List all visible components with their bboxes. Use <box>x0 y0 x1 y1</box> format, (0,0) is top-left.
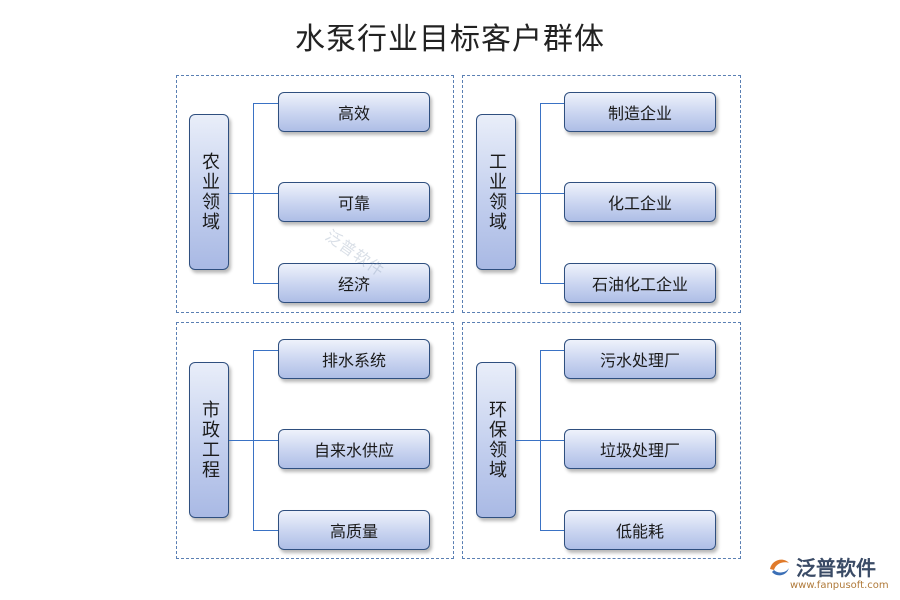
category-box-industry: 工业领域 <box>476 114 516 270</box>
connector-line <box>540 283 564 284</box>
category-box-municipal: 市政工程 <box>189 362 229 518</box>
brand-url: www.fanpusoft.com <box>790 580 889 591</box>
brand-name: 泛普软件 <box>796 556 876 580</box>
fanpu-logo-icon <box>770 559 789 575</box>
item-box: 石油化工企业 <box>564 263 716 303</box>
item-box: 垃圾处理厂 <box>564 429 716 469</box>
category-box-agriculture: 农业领域 <box>189 114 229 270</box>
connector-line <box>253 440 278 441</box>
category-label: 农业领域 <box>199 152 220 232</box>
connector-line <box>253 103 278 104</box>
item-box: 高质量 <box>278 510 430 550</box>
connector-line <box>229 193 253 194</box>
item-box: 低能耗 <box>564 510 716 550</box>
brand-logo: 泛普软件 <box>766 552 876 581</box>
item-box: 化工企业 <box>564 182 716 222</box>
panel-agriculture <box>176 75 454 313</box>
connector-line <box>540 350 564 351</box>
panel-municipal <box>176 322 454 559</box>
panel-environmental <box>462 322 741 559</box>
connector-line <box>540 440 564 441</box>
item-box: 排水系统 <box>278 339 430 379</box>
item-box: 高效 <box>278 92 430 132</box>
connector-line <box>516 193 540 194</box>
connector-line <box>540 103 564 104</box>
connector-line <box>253 530 278 531</box>
item-box: 自来水供应 <box>278 429 430 469</box>
connector-line <box>516 440 540 441</box>
connector-line <box>253 283 278 284</box>
connector-line <box>540 193 564 194</box>
item-box: 经济 <box>278 263 430 303</box>
connector-line <box>253 193 278 194</box>
item-box: 污水处理厂 <box>564 339 716 379</box>
category-label: 市政工程 <box>199 400 220 480</box>
connector-line <box>540 530 564 531</box>
category-box-environmental: 环保领域 <box>476 362 516 518</box>
connector-line <box>229 440 253 441</box>
item-box: 可靠 <box>278 182 430 222</box>
category-label: 工业领域 <box>486 152 507 232</box>
connector-line <box>253 350 278 351</box>
panel-industry <box>462 75 741 313</box>
category-label: 环保领域 <box>486 400 507 480</box>
page-title: 水泵行业目标客户群体 <box>295 22 605 57</box>
item-box: 制造企业 <box>564 92 716 132</box>
